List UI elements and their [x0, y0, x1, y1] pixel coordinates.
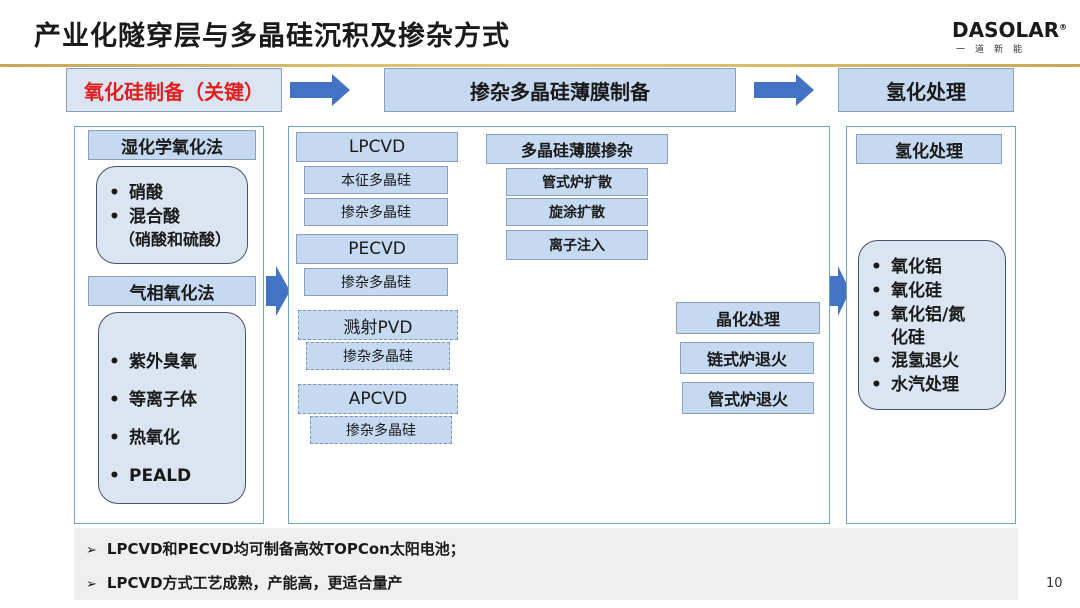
doping-tube-diffusion: 管式炉扩散 [506, 168, 648, 196]
anneal-chain-furnace: 链式炉退火 [680, 342, 814, 374]
company-logo: DASOLAR® 一道新能 [952, 18, 1067, 58]
list-item: 混合酸 [103, 205, 247, 229]
poly-doping-header: 多晶硅薄膜掺杂 [486, 134, 668, 164]
anneal-tube-furnace: 管式炉退火 [682, 382, 814, 414]
stage-poly-prep: 掺杂多晶硅薄膜制备 [384, 68, 736, 112]
list-item: PEALD [103, 457, 245, 495]
gas-phase-header: 气相氧化法 [88, 276, 256, 306]
list-item: 紫外臭氧 [103, 343, 245, 381]
list-item: 混氢退火 [865, 349, 1005, 373]
list-item: 等离子体 [103, 381, 245, 419]
stage-hydrogenation: 氢化处理 [838, 68, 1014, 112]
apcvd-box: APCVD [298, 384, 458, 414]
page-number: 10 [1046, 576, 1063, 591]
list-item: 热氧化 [103, 419, 245, 457]
doping-spin-on: 旋涂扩散 [506, 198, 648, 226]
gas-phase-list: 紫外臭氧 等离子体 热氧化 PEALD [98, 312, 246, 504]
sputter-pvd-box: 溅射PVD [298, 310, 458, 340]
list-item: 氧化铝 [865, 255, 1005, 279]
pecvd-box: PECVD [296, 234, 458, 264]
lpcvd-box: LPCVD [296, 132, 458, 162]
hydro-header: 氢化处理 [856, 134, 1002, 164]
hydro-item-wrap: 化硅 [891, 328, 925, 348]
crystallization-header: 晶化处理 [676, 302, 820, 334]
list-item: 水汽处理 [865, 373, 1005, 397]
list-item: 氧化硅 [865, 279, 1005, 303]
wet-chem-note: （硝酸和硫酸） [119, 230, 232, 249]
page-title: 产业化隧穿层与多晶硅沉积及掺杂方式 [34, 21, 510, 52]
pecvd-doped-box: 掺杂多晶硅 [304, 268, 448, 296]
arrowhead-bullet-icon: ➢ [86, 577, 97, 592]
wet-chem-list: 硝酸 混合酸 （硝酸和硫酸） [96, 166, 248, 264]
stage-arrow-2 [754, 74, 814, 106]
list-item: 硝酸 [103, 181, 247, 205]
apcvd-doped-box: 掺杂多晶硅 [310, 416, 452, 444]
hydro-list: 氧化铝 氧化硅 氧化铝/氮 化硅 混氢退火 水汽处理 [858, 240, 1006, 410]
stage-oxide-prep: 氧化硅制备（关键） [66, 68, 282, 112]
panel-arrow-1 [266, 266, 290, 316]
arrowhead-bullet-icon: ➢ [86, 543, 97, 558]
lpcvd-intrinsic-box: 本征多晶硅 [304, 166, 448, 194]
logo-subtitle: 一道新能 [956, 45, 1033, 55]
note-line: ➢LPCVD方式工艺成熟，产能高，更适合量产 [86, 574, 403, 592]
title-divider [0, 64, 1080, 67]
doping-ion-implant: 离子注入 [506, 230, 648, 260]
list-item: 氧化铝/氮 [865, 303, 1005, 327]
sputter-doped-box: 掺杂多晶硅 [306, 342, 450, 370]
lpcvd-doped-box: 掺杂多晶硅 [304, 198, 448, 226]
logo-text: DASOLAR® [952, 18, 1068, 42]
stage-arrow-1 [290, 74, 350, 106]
summary-notes: ➢LPCVD和PECVD均可制备高效TOPCon太阳电池； ➢LPCVD方式工艺… [74, 528, 1018, 600]
wet-chem-header: 湿化学氧化法 [88, 130, 256, 160]
note-line: ➢LPCVD和PECVD均可制备高效TOPCon太阳电池； [86, 540, 465, 558]
